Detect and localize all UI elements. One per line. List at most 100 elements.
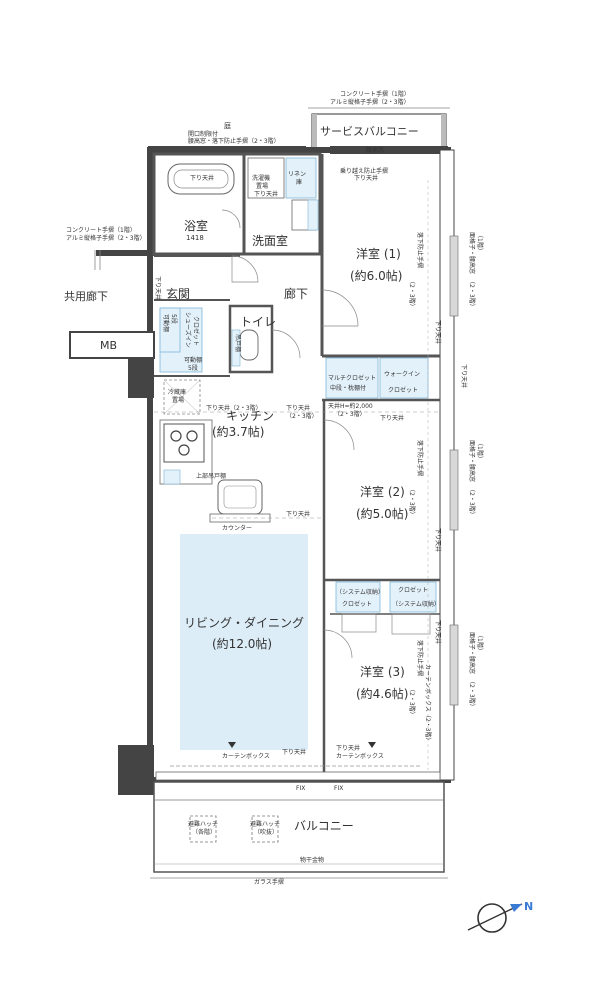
- note-multi-closet-sub: 中段・枕棚付: [330, 384, 366, 392]
- note-living-lowered: 下り天井: [286, 510, 310, 518]
- living-dining-area: [180, 534, 308, 750]
- note-toilet-cabinet: 吊戸棚: [234, 334, 242, 352]
- kitchen-size-label: (約3.7帖): [212, 424, 264, 439]
- bathtub: [167, 163, 235, 195]
- note-movable-shelf-1: 可動棚: [162, 314, 170, 332]
- note-bath-window-2: 腰高窓・落下防止手摺（2・3階）: [188, 137, 280, 145]
- entrance-label: 玄関: [166, 286, 190, 301]
- note-shoe-closet-2: クロゼット: [192, 316, 200, 346]
- compass-north-label: N: [524, 900, 533, 913]
- note-exterior-railing-w2-1: 面格子・腰高窓: [468, 440, 476, 482]
- washroom-label: 洗面室: [252, 233, 288, 248]
- hatch2-sub-label: （吹抜）: [254, 828, 278, 836]
- western1-label: 洋室 (1): [356, 246, 401, 261]
- garden-label: 庭: [224, 121, 231, 130]
- note-exterior-railing-w2-2: （1階）: [476, 440, 484, 462]
- note-fridge-2: 置場: [172, 396, 184, 404]
- note-lowered-ceiling-w1: 下り天井: [354, 174, 378, 182]
- note-laundry-2: 置場: [256, 182, 268, 190]
- hatch1-label: 避難ハッチ: [188, 820, 218, 828]
- note-ceiling-height-floors: （2・3階）: [334, 410, 366, 418]
- bath-label: 浴室: [184, 218, 208, 233]
- western3-label: 洋室 (3): [360, 664, 405, 679]
- kitchen-sink: [217, 479, 263, 515]
- note-exterior-railing-w3-3: （2・3階）: [468, 678, 476, 710]
- western2-size-label: (約5.0帖): [356, 506, 408, 521]
- note-system-closet-left: （システム収納）: [336, 588, 384, 596]
- glass-railing-label: ガラス手摺: [254, 878, 284, 886]
- bath-size-label: 1418: [186, 234, 204, 242]
- drying-rack-label: 物干金物: [300, 856, 324, 864]
- living-size-label: (約12.0帖): [212, 636, 272, 651]
- note-curtain-box-bedroom: カーテンボックス（2・3階）: [424, 664, 432, 743]
- hatch1-sub-label: （各階）: [192, 828, 216, 836]
- note-exterior-railing-w1-2: （1階）: [476, 232, 484, 254]
- note-ceiling-height: 天井H=約2,000: [328, 402, 373, 410]
- note-lowered-w1-right: 下り天井: [434, 320, 442, 344]
- escape-hatch-1: [189, 815, 217, 843]
- note-multi-closet: マルチクロゼット: [328, 374, 376, 382]
- hatch2-label: 避難ハッチ: [250, 820, 280, 828]
- upper-cabinet: [163, 469, 181, 485]
- mb-label: MB: [100, 339, 117, 352]
- laundry-space: [247, 157, 285, 199]
- note-walk-in-sub: クロゼット: [388, 386, 418, 394]
- note-concrete-railing-left-2: アルミ縦格子手摺（2・3階）: [66, 234, 146, 242]
- note-shoe-closet-1: シューズイン: [184, 312, 192, 348]
- note-fall-prevention-w1-1: 落下防止手摺: [416, 232, 424, 268]
- compass: N: [467, 900, 533, 933]
- note-exterior-railing-w3-1: 面格子・腰高窓: [468, 632, 476, 674]
- note-concrete-railing-left-1: コンクリート手摺（1階）: [66, 226, 136, 234]
- note-fall-prevention-w3-1: 落下防止手摺: [416, 640, 424, 676]
- note-w3-bottom-lowered: 下り天井: [336, 744, 360, 752]
- note-lowered-walkin-right: 下り天井: [460, 364, 468, 388]
- kitchen-label: キッチン: [226, 409, 274, 423]
- note-walk-in: ウォークイン: [384, 370, 420, 378]
- toilet-fixture: [239, 329, 259, 361]
- note-exterior-railing-w1-3: （2・3階）: [468, 278, 476, 310]
- note-laundry-1: 洗濯機: [252, 174, 270, 182]
- note-lowered-w3-right: 下り天井: [434, 620, 442, 644]
- note-washroom-lowered: 下り天井: [254, 190, 278, 198]
- note-exterior-railing-w2-3: （2・3階）: [468, 486, 476, 518]
- note-fall-prevention-w1-2: （2・3階）: [408, 278, 416, 310]
- note-bath-lowered: 下り天井: [190, 174, 214, 182]
- note-fall-prevention-w2-1: 落下防止手摺: [416, 440, 424, 476]
- note-living-bottom-lowered: 下り天井: [282, 748, 306, 756]
- multi-closet: [325, 357, 379, 399]
- stove: [163, 423, 205, 463]
- note-lowered-w2-right: 下り天井: [434, 528, 442, 552]
- note-fall-prevention-w2-2: （2・3階）: [408, 486, 416, 518]
- note-curtain-box-living: カーテンボックス: [222, 752, 270, 760]
- note-linen-1: リネン: [288, 171, 306, 178]
- hallway-label: 廊下: [284, 286, 308, 301]
- note-entrance-lowered: 下り天井: [154, 276, 162, 300]
- note-shelf-count-1: 5段: [170, 314, 178, 324]
- note-fix-right: FIX: [334, 785, 343, 792]
- note-concrete-railing-top-2: アルミ縦格子手摺（2・3階）: [330, 98, 410, 106]
- note-upper-cabinet: 上部吊戸棚: [196, 472, 226, 480]
- escape-hatch-2: [251, 815, 279, 843]
- note-fridge-1: 冷蔵庫: [168, 388, 186, 396]
- service-balcony-area: [311, 113, 447, 151]
- balcony-label: バルコニー: [294, 819, 354, 833]
- note-bath-window-1: 開口制限付: [188, 130, 218, 138]
- western2-label: 洋室 (2): [360, 484, 405, 499]
- note-fix-left: FIX: [296, 785, 305, 792]
- common-corridor-label: 共用廊下: [64, 289, 108, 303]
- linen-closet: [285, 157, 317, 199]
- note-hall-lowered-floors: （2・3階）: [286, 412, 318, 420]
- note-closet-left: クロゼット: [342, 600, 372, 608]
- note-curtain-box-w3: カーテンボックス: [336, 752, 384, 760]
- note-concrete-railing-top-1: コンクリート手摺（1階）: [340, 90, 410, 98]
- note-shelf-count-2: 5段: [188, 364, 198, 372]
- note-system-closet-right: （システム収納）: [392, 600, 440, 608]
- note-movable-shelf-2: 可動棚: [184, 356, 202, 364]
- western3-size-label: (約4.6帖): [356, 686, 408, 701]
- living-label: リビング・ダイニング: [184, 615, 304, 630]
- system-closet-right: [389, 581, 437, 613]
- western1-size-label: (約6.0帖): [350, 268, 402, 283]
- note-exterior-railing-w1-1: 面格子・腰高窓: [468, 232, 476, 274]
- note-fall-prevention-w3-2: （2・3階）: [408, 686, 416, 718]
